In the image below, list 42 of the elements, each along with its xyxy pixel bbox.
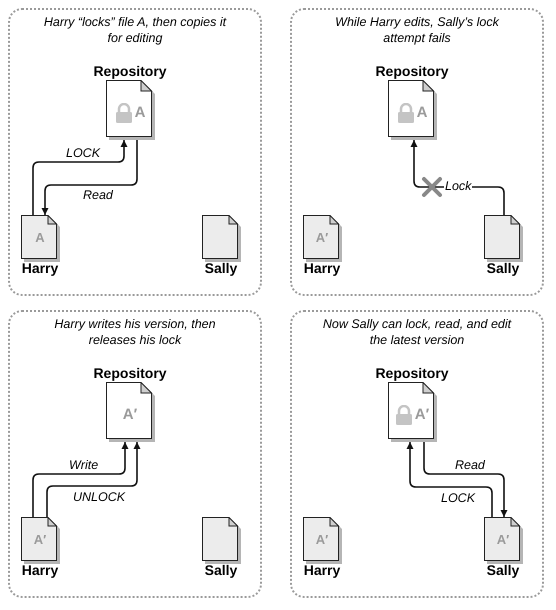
user-label: Sally [486, 260, 520, 276]
repository-label: Repository [93, 62, 167, 80]
panel-frame [8, 310, 262, 598]
version-label: A′ [316, 530, 328, 549]
edge-label: Lock [444, 179, 472, 193]
arrow [406, 442, 493, 517]
version-label: A′ [496, 530, 510, 549]
edge-label: LOCK [65, 146, 102, 160]
version-label: A [35, 228, 45, 247]
user-label: Sally [204, 562, 238, 578]
arrow [46, 442, 140, 517]
version-label: A′ [122, 404, 138, 425]
user-label: Sally [486, 562, 520, 578]
edge-label: UNLOCK [72, 490, 126, 504]
version-label: A′ [34, 530, 46, 549]
edge-label: LOCK [440, 491, 476, 505]
repository-label: Repository [375, 364, 449, 382]
user-label: Harry [304, 260, 340, 276]
panel-caption: Now Sally can lock, read, and edit the latest version [322, 316, 512, 348]
user-label: Harry [22, 260, 58, 276]
arrow [32, 442, 128, 517]
panel-caption: Harry writes his version, then releases his lock [53, 316, 217, 348]
arrow [423, 442, 508, 517]
version-label: A′ [414, 404, 430, 425]
version-label: A [416, 102, 428, 123]
repository-label: Repository [93, 364, 167, 382]
user-label: Sally [204, 260, 238, 276]
panel-caption: While Harry edits, Sally’s lock attempt fails [334, 14, 500, 46]
version-label: A [134, 102, 146, 123]
user-label: Harry [304, 562, 340, 578]
edge-label: Write [68, 458, 100, 472]
panel-frame [290, 310, 544, 598]
repository-label: Repository [375, 62, 449, 80]
panel-caption: Harry “locks” file A, then copies it for editing [42, 14, 228, 46]
edge-label: Read [82, 188, 114, 202]
user-label: Harry [22, 562, 58, 578]
arrow [32, 140, 128, 215]
arrow [42, 140, 138, 215]
panel-frame [290, 8, 544, 296]
panel-frame [8, 8, 262, 296]
edge-label: Read [454, 458, 486, 472]
version-label: A′ [316, 228, 328, 247]
